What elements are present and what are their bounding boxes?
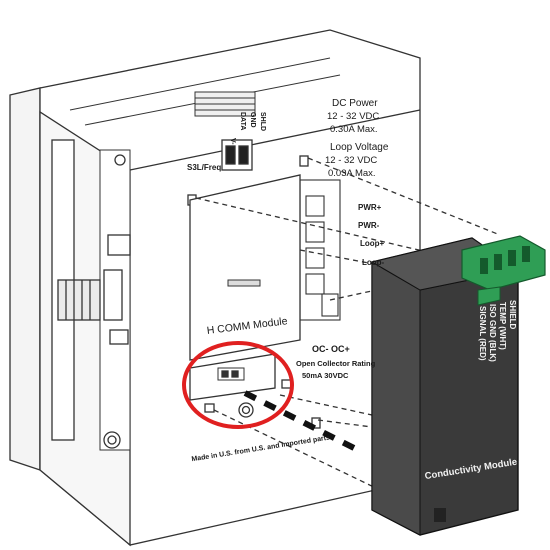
open-collector-label: Open Collector Rating <box>296 359 376 368</box>
open-collector-rating: 50mA 30VDC <box>302 371 349 380</box>
loop-voltage-title: Loop Voltage <box>330 142 389 153</box>
wire-label-shield: SHIELD <box>508 300 517 330</box>
side-label-loop-plus: Loop+ <box>360 239 385 248</box>
terminal-label-data: DATA <box>239 112 246 130</box>
h-comm-module <box>189 174 301 361</box>
wire-label-temp: TEMP (WHT) <box>498 302 507 350</box>
green-terminal-connector <box>461 235 546 306</box>
side-label-loop-minus: Loop- <box>362 258 385 267</box>
top-vent <box>194 91 256 117</box>
conductivity-module <box>370 235 546 536</box>
right-terminal-strip <box>299 179 341 321</box>
wire-label-iso-gnd: ISO GND (BLK) <box>488 304 497 362</box>
wire-label-signal: SIGNAL (RED) <box>478 306 487 361</box>
dc-power-range: 12 - 32 VDC <box>327 111 379 122</box>
terminal-label-gnd: GND <box>249 112 256 128</box>
terminal-label-v: V- <box>229 138 236 145</box>
dc-power-title: DC Power <box>332 98 378 109</box>
open-collector-terminal <box>189 353 293 418</box>
loop-voltage-max: 0.03A Max. <box>328 168 376 179</box>
oc-labels: OC- OC+ <box>312 344 350 354</box>
side-label-pwr-minus: PWR- <box>358 221 380 230</box>
top-terminal-block <box>221 139 253 171</box>
highlight-circle <box>182 341 294 429</box>
terminal-label-shld: SHLD <box>259 112 266 131</box>
s3l-freq-label: S3L/Freq <box>187 163 221 172</box>
loop-voltage-range: 12 - 32 VDC <box>325 155 377 166</box>
device-housing <box>9 29 421 547</box>
dc-power-max: 0.30A Max. <box>330 124 378 135</box>
side-label-pwr-plus: PWR+ <box>358 203 382 212</box>
